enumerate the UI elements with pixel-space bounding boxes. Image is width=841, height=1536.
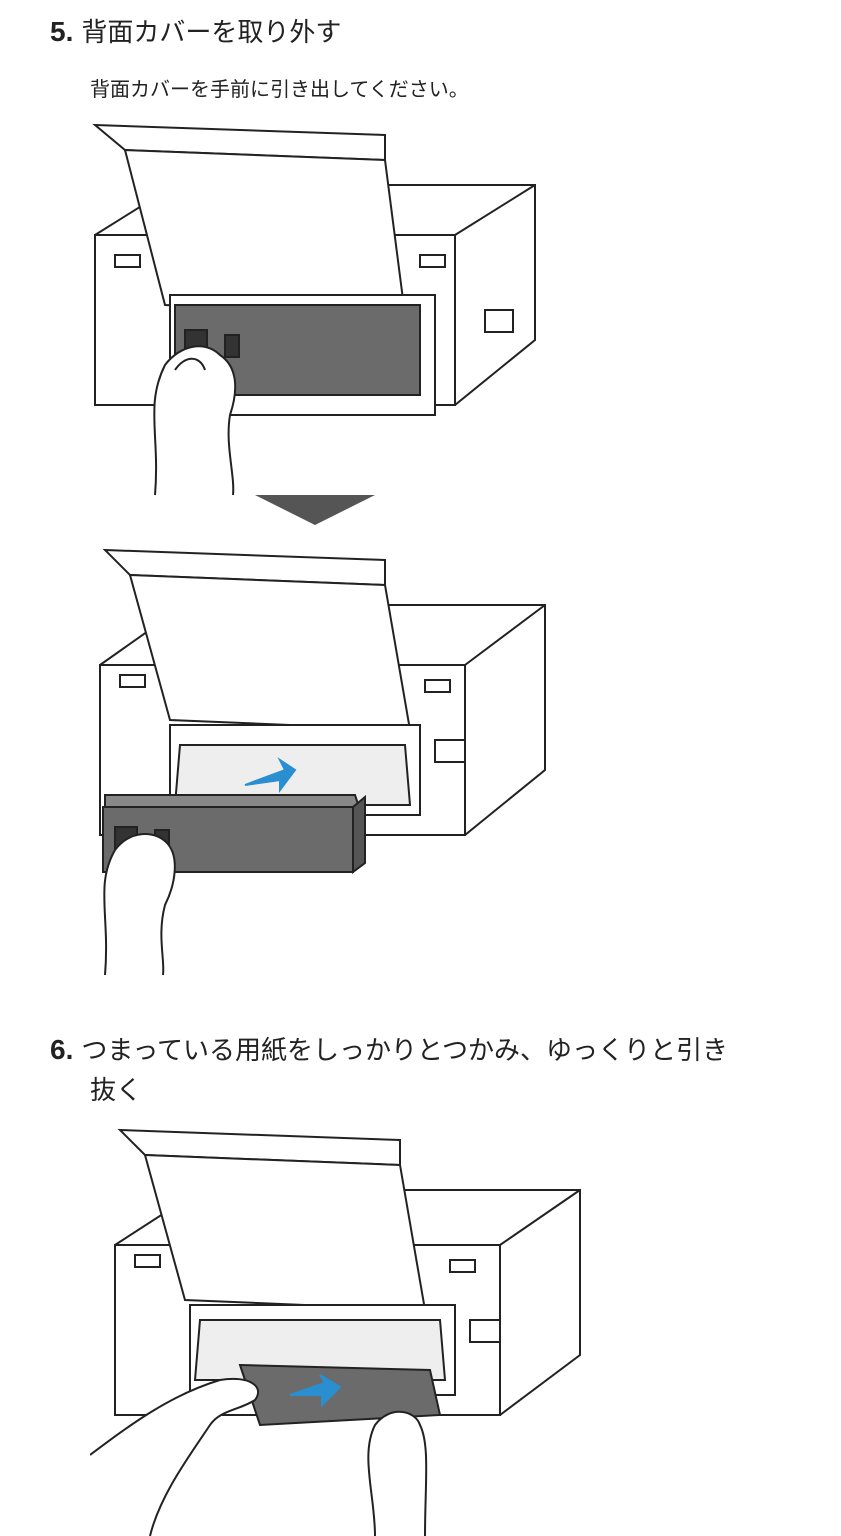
step-title-line1: つまっている用紙をしっかりとつかみ、ゆっくりと引き bbox=[81, 1036, 728, 1066]
step-number: 5. bbox=[50, 16, 74, 47]
down-arrow-icon bbox=[255, 495, 375, 525]
printer-rear-cover-removed-illustration bbox=[99, 548, 546, 976]
step-title: 背面カバーを取り外す bbox=[81, 18, 342, 48]
step-5-heading: 5.背面カバーを取り外す bbox=[50, 12, 341, 53]
step-title-line2: 抜く bbox=[90, 1076, 143, 1106]
printer-pull-jammed-paper-illustration bbox=[90, 1128, 581, 1536]
printer-grip-rear-cover-illustration bbox=[92, 123, 536, 496]
step-number: 6. bbox=[50, 1034, 74, 1065]
step-5-description: 背面カバーを手前に引き出してください。 bbox=[90, 77, 469, 101]
step-6-heading: 6.つまっている用紙をしっかりとつかみ、ゆっくりと引き 抜く bbox=[50, 1030, 728, 1111]
